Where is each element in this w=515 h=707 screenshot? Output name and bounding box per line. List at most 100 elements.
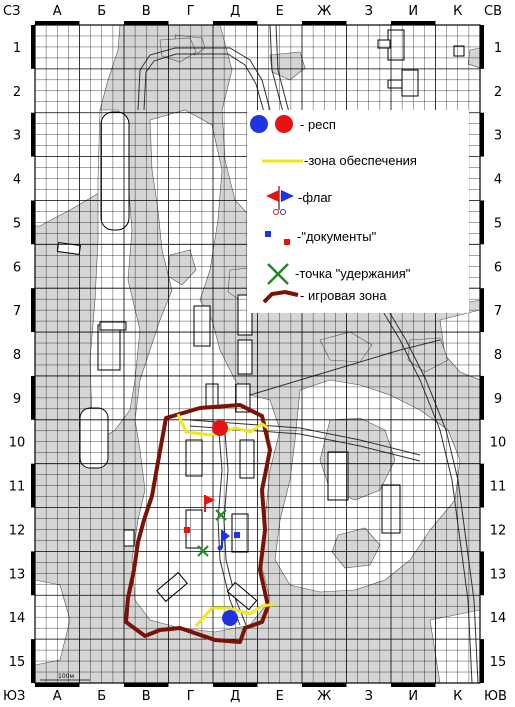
row-label-right: 9 [494, 392, 502, 407]
supply-zone-line-south [194, 602, 277, 627]
row-label-right: 4 [494, 173, 502, 188]
column-label-top: К [453, 4, 462, 19]
row-label-right: 13 [490, 567, 507, 582]
column-label-bottom: К [453, 689, 462, 704]
row-label-right: 2 [494, 85, 502, 100]
corner-nw: СЗ [3, 4, 20, 19]
edge-bar-segment [302, 683, 347, 687]
column-label-bottom: А [53, 689, 62, 704]
edge-bar-segment [302, 21, 347, 25]
row-label-left: 1 [13, 41, 21, 56]
edge-bar-segment [391, 683, 436, 687]
column-label-bottom: И [408, 689, 418, 704]
row-label-left: 2 [13, 85, 21, 100]
row-label-left: 12 [9, 523, 26, 538]
edge-bar-segment [480, 25, 484, 69]
edge-bar-segment [35, 683, 80, 687]
corner-sw: ЮЗ [3, 689, 25, 704]
supply-zone-line-north [176, 413, 269, 437]
row-label-left: 5 [13, 216, 21, 231]
blue-flag-icon [217, 530, 230, 551]
edge-bar-segment [124, 21, 169, 25]
row-label-left: 11 [9, 480, 26, 495]
legend-hold-point-icon [267, 263, 289, 285]
column-label-top: Ж [317, 4, 331, 19]
legend-flag-icon [266, 186, 294, 215]
column-label-bottom: Е [276, 689, 284, 704]
row-label-left: 8 [13, 348, 21, 363]
column-label-top: Г [187, 4, 195, 19]
row-label-right: 5 [494, 216, 502, 231]
row-label-right: 6 [494, 260, 502, 275]
column-label-top: Д [230, 4, 240, 19]
edge-bar-segment [124, 683, 169, 687]
row-label-left: 13 [9, 567, 26, 582]
column-label-bottom: Б [97, 689, 106, 704]
legend-blue-respawn-icon [250, 115, 268, 133]
edge-bar-segment [480, 551, 484, 596]
red-document-marker [184, 527, 190, 533]
edge-bar-segment [480, 288, 484, 333]
legend-documents-label: -"документы" [297, 229, 377, 244]
column-label-top: Б [97, 4, 106, 19]
row-label-left: 4 [13, 173, 21, 188]
row-label-right: 10 [490, 436, 507, 451]
column-label-top: Е [276, 4, 284, 19]
row-label-left: 6 [13, 260, 21, 275]
edge-bar-segment [35, 21, 80, 25]
legend-hold-point-label: -точка "удержания" [295, 266, 411, 281]
legend-flag-label: -флаг [298, 190, 333, 205]
row-label-right: 7 [494, 304, 502, 319]
row-label-left: 3 [13, 129, 21, 144]
legend-red-respawn-icon [275, 115, 293, 133]
column-label-bottom: Ж [317, 689, 331, 704]
red-respawn-point [212, 420, 228, 436]
edge-bar-segment [31, 25, 35, 69]
edge-bar-segment [31, 375, 35, 420]
row-label-right: 8 [494, 348, 502, 363]
legend-game-zone-label: - игровая зона [300, 288, 387, 303]
edge-bar-segment [480, 375, 484, 420]
legend-game-zone-icon [262, 289, 299, 304]
game-zone-border [124, 403, 272, 644]
edge-bar-segment [213, 21, 258, 25]
legend-supply-zone-label: -зона обеспечения [304, 153, 417, 168]
legend-red-document-icon [284, 239, 290, 245]
column-label-top: В [142, 4, 151, 19]
row-label-right: 1 [494, 41, 502, 56]
column-label-bottom: З [365, 689, 373, 704]
column-label-bottom: Г [187, 689, 195, 704]
row-label-left: 14 [9, 611, 26, 626]
row-label-right: 15 [490, 655, 507, 670]
scale-bar: 100м [40, 673, 90, 681]
edge-scale-bars [31, 21, 484, 687]
legend-respawn-label: - респ [300, 117, 336, 132]
edge-bar-segment [31, 288, 35, 333]
edge-bar-segment [31, 200, 35, 245]
column-label-top: З [365, 4, 373, 19]
legend-blue-document-icon [265, 231, 271, 237]
edge-bar-segment [31, 639, 35, 683]
row-label-left: 15 [9, 655, 26, 670]
map-legend: - респ -зона обеспечения -флаг -"докумен… [247, 110, 469, 313]
edge-bar-segment [480, 639, 484, 683]
edge-bar-segment [31, 551, 35, 596]
column-label-bottom: Д [230, 689, 240, 704]
corner-ne: СВ [484, 4, 502, 19]
hold-point-south-icon [197, 545, 209, 557]
row-label-right: 11 [490, 480, 507, 495]
column-label-top: И [408, 4, 418, 19]
row-label-left: 7 [13, 304, 21, 319]
row-label-left: 10 [9, 436, 26, 451]
edge-bar-segment [213, 683, 258, 687]
row-label-left: 9 [13, 392, 21, 407]
blue-document-marker [234, 532, 240, 538]
edge-bar-segment [31, 463, 35, 508]
row-label-right: 3 [494, 129, 502, 144]
corner-se: ЮВ [484, 689, 507, 704]
